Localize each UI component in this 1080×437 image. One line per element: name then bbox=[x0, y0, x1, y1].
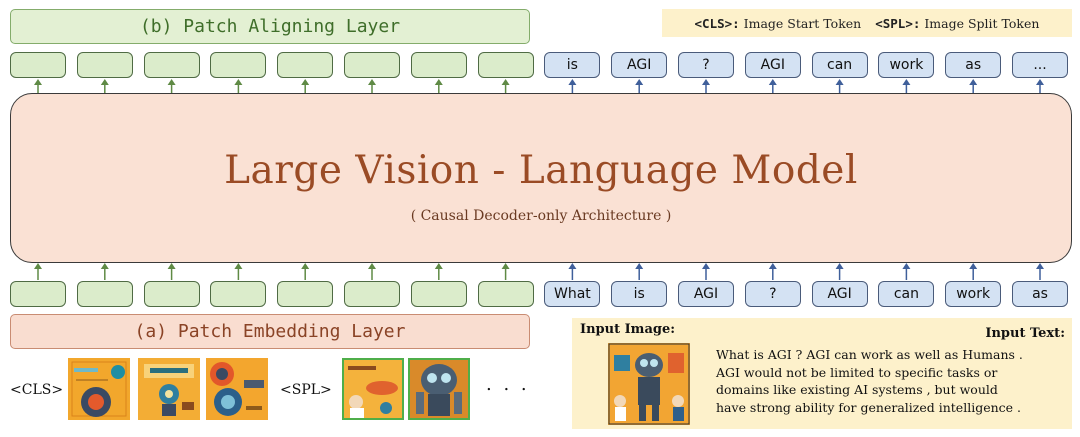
legend-cls-token: <CLS>: bbox=[694, 15, 740, 31]
image-patch-4 bbox=[342, 358, 404, 420]
arrow-head bbox=[635, 263, 644, 269]
input-text-token: can bbox=[878, 281, 935, 307]
arrow-head bbox=[167, 263, 176, 269]
arrow-head bbox=[835, 79, 844, 85]
output-patch-token bbox=[143, 52, 200, 78]
image-patch-1 bbox=[68, 358, 130, 420]
arrow-head bbox=[969, 263, 978, 269]
output-text-token: AGI bbox=[744, 52, 801, 78]
patch-embedding-layer-label: (a) Patch Embedding Layer bbox=[134, 321, 406, 342]
input-text-token: AGI bbox=[678, 281, 734, 307]
sequence-ellipsis: . . . bbox=[486, 374, 530, 395]
arrow-head bbox=[501, 263, 510, 269]
input-patch-token bbox=[344, 281, 400, 307]
image-patch-5 bbox=[408, 358, 470, 420]
output-patch-token bbox=[76, 52, 133, 78]
arrow-head bbox=[1036, 263, 1044, 269]
arrow-head bbox=[368, 79, 376, 85]
arrow-head bbox=[368, 263, 376, 269]
arrow-head bbox=[702, 79, 710, 85]
input-patch-token bbox=[76, 281, 133, 307]
input-image-thumbnail bbox=[608, 343, 690, 425]
input-text-body: What is AGI ? AGI can work as well as Hu… bbox=[716, 346, 1070, 416]
legend-cls: <CLS>: Image Start Token bbox=[695, 16, 862, 31]
output-patch-token bbox=[344, 52, 400, 78]
input-text-token: is bbox=[611, 281, 668, 307]
input-text-token: What bbox=[544, 281, 601, 307]
arrow-head bbox=[835, 263, 844, 269]
patch-aligning-layer: (b) Patch Aligning Layer bbox=[10, 9, 530, 44]
arrow-head bbox=[768, 263, 777, 269]
arrow-head bbox=[635, 79, 644, 85]
arrow-head bbox=[702, 263, 710, 269]
output-patch-token bbox=[210, 52, 267, 78]
arrow-head bbox=[902, 79, 911, 85]
arrow-head bbox=[969, 79, 978, 85]
arrow-head bbox=[34, 263, 42, 269]
spl-marker: <SPL> bbox=[280, 382, 332, 398]
model-subtitle: ( Causal Decoder-only Architecture ) bbox=[410, 208, 672, 224]
token-legend: <CLS>: Image Start Token <SPL>: Image Sp… bbox=[662, 9, 1072, 37]
arrow-head bbox=[234, 79, 243, 85]
output-text-token: work bbox=[878, 52, 935, 78]
input-text-line: have strong ability for generalized inte… bbox=[716, 399, 1021, 415]
image-patch-2 bbox=[138, 358, 200, 420]
arrow-head bbox=[768, 79, 777, 85]
output-text-token: can bbox=[811, 52, 868, 78]
input-patch-token bbox=[210, 281, 267, 307]
input-patch-token bbox=[477, 281, 534, 307]
arrow-head bbox=[501, 79, 510, 85]
arrow-head bbox=[434, 263, 443, 269]
input-text-line: AGI would not be limited to specific tas… bbox=[716, 364, 998, 380]
legend-spl-token: <SPL>: bbox=[875, 15, 921, 31]
arrow-head bbox=[234, 263, 243, 269]
arrow-head bbox=[34, 79, 42, 85]
arrow-head bbox=[100, 79, 109, 85]
input-text-token: as bbox=[1012, 281, 1068, 307]
output-text-token: as bbox=[945, 52, 1002, 78]
input-text-label: Input Text: bbox=[985, 326, 1065, 341]
patch-embedding-layer: (a) Patch Embedding Layer bbox=[10, 314, 530, 349]
legend-spl-desc: Image Split Token bbox=[924, 15, 1040, 31]
output-patch-token bbox=[277, 52, 334, 78]
input-patch-token bbox=[277, 281, 334, 307]
legend-spl: <SPL>: Image Split Token bbox=[875, 16, 1039, 31]
arrow-head bbox=[568, 263, 577, 269]
input-patch-token bbox=[410, 281, 467, 307]
output-patch-token bbox=[477, 52, 534, 78]
input-text-token: ? bbox=[744, 281, 801, 307]
output-text-token: is bbox=[544, 52, 601, 78]
output-text-token: AGI bbox=[611, 52, 668, 78]
input-text-token: AGI bbox=[811, 281, 868, 307]
output-text-token: ... bbox=[1012, 52, 1068, 78]
input-text-line: What is AGI ? AGI can work as well as Hu… bbox=[716, 347, 1023, 362]
image-patch-3 bbox=[206, 358, 268, 420]
arrow-head bbox=[568, 79, 577, 85]
vision-language-model-block bbox=[10, 93, 1072, 263]
arrow-head bbox=[301, 263, 310, 269]
output-text-token: ? bbox=[678, 52, 734, 78]
input-image-label: Input Image: bbox=[580, 322, 676, 337]
input-patch-token bbox=[10, 281, 66, 307]
arrow-head bbox=[167, 79, 176, 85]
output-patch-token bbox=[10, 52, 66, 78]
arrow-head bbox=[434, 79, 443, 85]
patch-aligning-layer-label: (b) Patch Aligning Layer bbox=[139, 16, 401, 37]
arrow-head bbox=[301, 79, 310, 85]
input-text-line: domains like existing AI systems , but w… bbox=[716, 382, 998, 397]
output-patch-token bbox=[410, 52, 467, 78]
arrow-head bbox=[1036, 79, 1044, 85]
arrow-head bbox=[902, 263, 911, 269]
model-title: Large Vision - Language Model bbox=[224, 148, 858, 193]
arrow-head bbox=[100, 263, 109, 269]
input-text-token: work bbox=[945, 281, 1002, 307]
input-patch-token bbox=[143, 281, 200, 307]
cls-marker: <CLS> bbox=[10, 382, 64, 398]
legend-cls-desc: Image Start Token bbox=[743, 15, 862, 31]
